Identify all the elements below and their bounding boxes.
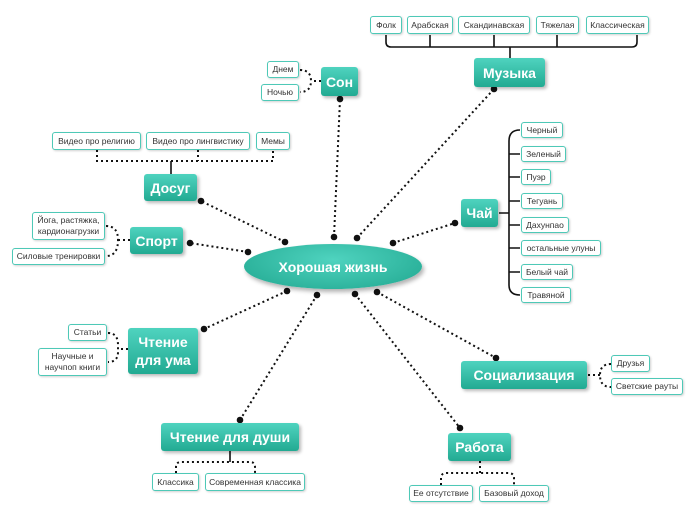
- bracket-sleep: [299, 69, 321, 93]
- subtopic-yoga-cardio[interactable]: Йога, растяжка, кардионагрузки: [32, 212, 105, 240]
- connector-dot-social: [492, 354, 500, 362]
- bracket-work: [440, 461, 515, 485]
- subtopic-linguistics-videos[interactable]: Видео про лингвистику: [146, 132, 250, 150]
- topic-reading-soul[interactable]: Чтение для души: [161, 423, 299, 451]
- topic-socialization[interactable]: Социализация: [461, 361, 587, 389]
- connector-music: [356, 88, 495, 239]
- connector-dot-leisure: [281, 238, 289, 246]
- topic-leisure[interactable]: Досуг: [144, 174, 197, 201]
- connector-mind: [203, 290, 288, 330]
- subtopic-modern-classics[interactable]: Современная классика: [205, 473, 305, 491]
- topic-work[interactable]: Работа: [448, 433, 511, 461]
- topic-sleep[interactable]: Сон: [321, 67, 358, 96]
- subtopic-green[interactable]: Зеленый: [521, 146, 566, 162]
- subtopic-basic-income[interactable]: Базовый доход: [479, 485, 549, 502]
- connector-sport: [189, 242, 249, 253]
- topic-reading-mind[interactable]: Чтение для ума: [128, 328, 198, 374]
- connector-dot-work: [351, 290, 359, 298]
- bracket-music: [385, 35, 638, 58]
- subtopic-strength-training[interactable]: Силовые тренировки: [12, 248, 105, 265]
- subtopic-religion-videos[interactable]: Видео про религию: [52, 132, 141, 150]
- connector-dot-sleep: [336, 95, 344, 103]
- connector-dot-sport: [244, 248, 252, 256]
- topic-tea[interactable]: Чай: [461, 199, 498, 227]
- connector-leisure: [200, 200, 286, 243]
- subtopic-night[interactable]: Ночью: [261, 84, 299, 101]
- subtopic-heavy[interactable]: Тяжелая: [536, 16, 579, 34]
- connector-dot-sport: [186, 239, 194, 247]
- topic-sport[interactable]: Спорт: [130, 227, 183, 254]
- subtopic-articles[interactable]: Статьи: [68, 324, 107, 341]
- connector-dot-sleep: [330, 233, 338, 241]
- subtopic-scandinavian[interactable]: Скандинавская: [458, 16, 530, 34]
- subtopic-science-books[interactable]: Научные и научпоп книги: [38, 348, 107, 376]
- subtopic-tieguanyin[interactable]: Тегуань: [521, 193, 563, 209]
- subtopic-white[interactable]: Белый чай: [521, 264, 573, 280]
- connector-dot-soul: [236, 416, 244, 424]
- connector-dot-music: [490, 85, 498, 93]
- connector-dot-mind: [283, 287, 291, 295]
- bracket-reading-soul: [175, 461, 256, 473]
- bracket-tea: [499, 129, 521, 296]
- connector-work: [354, 293, 461, 429]
- subtopic-herbal[interactable]: Травяной: [521, 287, 571, 303]
- connector-dot-leisure: [197, 197, 205, 205]
- central-topic[interactable]: Хорошая жизнь: [244, 244, 422, 289]
- connector-dot-work: [456, 424, 464, 432]
- bracket-socialization: [588, 363, 612, 388]
- subtopic-classics[interactable]: Классика: [152, 473, 199, 491]
- connector-social: [376, 291, 497, 359]
- connector-tea: [392, 222, 456, 244]
- subtopic-memes[interactable]: Мемы: [256, 132, 290, 150]
- connector-dot-mind: [200, 325, 208, 333]
- subtopic-other-oolongs[interactable]: остальные улуны: [521, 240, 601, 256]
- connector-dot-social: [373, 288, 381, 296]
- bracket-reading-mind: [107, 332, 128, 363]
- subtopic-no-work[interactable]: Ее отсутствие: [409, 485, 473, 502]
- connector-dot-music: [353, 234, 361, 242]
- subtopic-classical[interactable]: Классическая: [586, 16, 649, 34]
- subtopic-friends[interactable]: Друзья: [611, 355, 650, 372]
- subtopic-folk[interactable]: Фолк: [370, 16, 402, 34]
- subtopic-arabic[interactable]: Арабская: [407, 16, 453, 34]
- subtopic-dahongpao[interactable]: Дахунпао: [521, 217, 569, 233]
- connector-dot-soul: [313, 291, 321, 299]
- connector-soul: [239, 294, 318, 421]
- subtopic-social-events[interactable]: Светские рауты: [611, 378, 683, 395]
- connector-sleep: [333, 98, 341, 238]
- subtopic-day[interactable]: Днем: [267, 61, 299, 78]
- subtopic-puer[interactable]: Пуэр: [521, 169, 551, 185]
- bracket-sport: [105, 225, 130, 257]
- connector-dot-tea: [451, 219, 459, 227]
- bracket-leisure: [96, 150, 274, 162]
- connector-dot-tea: [389, 239, 397, 247]
- topic-music[interactable]: Музыка: [474, 58, 545, 87]
- subtopic-black[interactable]: Черный: [521, 122, 563, 138]
